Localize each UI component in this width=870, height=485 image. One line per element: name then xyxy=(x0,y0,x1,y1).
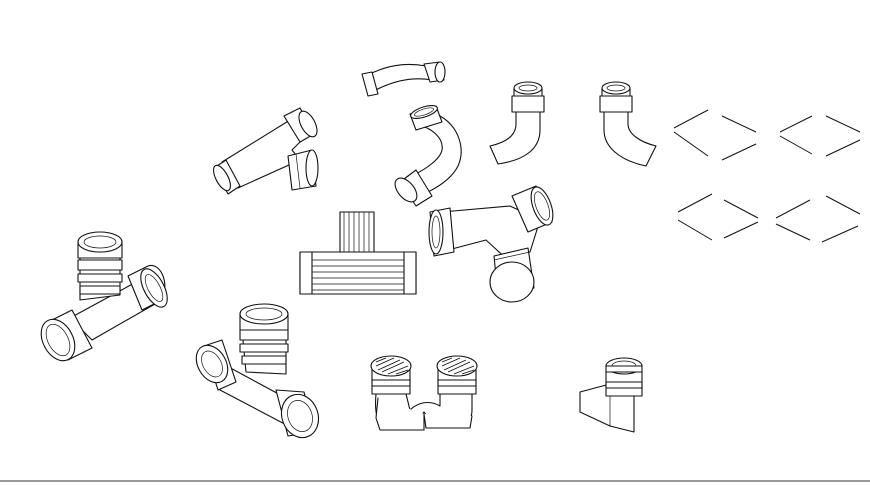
tee-bottom-left-fitting xyxy=(195,303,320,439)
manifold-center-fitting xyxy=(299,211,417,295)
tee-center-right-fitting xyxy=(428,185,554,303)
elbow-right-b-fitting xyxy=(599,81,657,167)
tee-left-fitting xyxy=(40,231,168,362)
elbow-bottom-right-fitting xyxy=(579,357,643,433)
bend-s-fitting xyxy=(394,105,462,207)
diamond-outline-grid xyxy=(673,109,861,243)
elbow-right-a-fitting xyxy=(489,81,545,165)
bend-top-small-fitting xyxy=(361,61,446,97)
double-trap-fitting xyxy=(370,355,478,431)
wye-top-fitting xyxy=(213,107,319,195)
